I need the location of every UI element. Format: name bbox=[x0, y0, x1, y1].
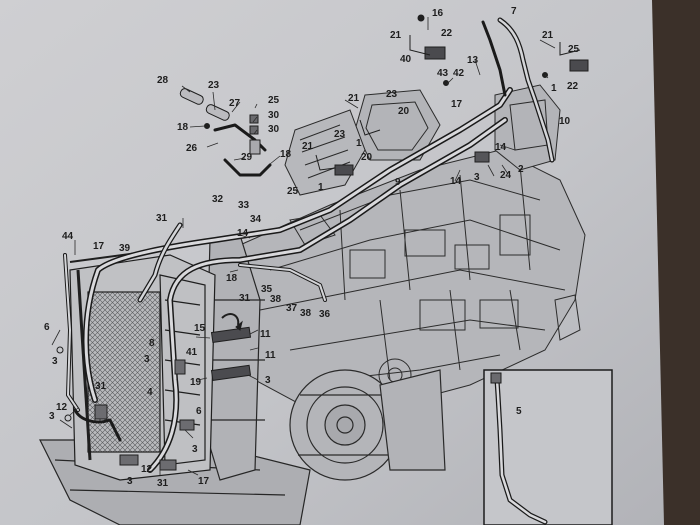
callout-1: 1 bbox=[356, 138, 362, 149]
callout-3: 3 bbox=[52, 356, 58, 367]
callout-5: 5 bbox=[516, 406, 522, 417]
callout-42: 42 bbox=[453, 68, 465, 79]
callout-1: 1 bbox=[551, 83, 557, 94]
callout-12: 12 bbox=[141, 464, 153, 475]
callout-3: 3 bbox=[474, 172, 480, 183]
callout-2: 2 bbox=[518, 164, 524, 175]
callout-3: 15 bbox=[194, 323, 206, 334]
callout-6: 6 bbox=[196, 406, 202, 417]
callout-40: 40 bbox=[400, 54, 412, 65]
callout-6: 6 bbox=[44, 322, 50, 333]
hydraulic-lines bbox=[63, 17, 555, 473]
callout-20: 20 bbox=[361, 152, 373, 163]
callout-8: 8 bbox=[149, 338, 155, 349]
callout-10: 10 bbox=[559, 116, 571, 127]
callout-11: 3 bbox=[265, 375, 271, 386]
callout-18: 18 bbox=[280, 149, 292, 160]
callout-14: 14 bbox=[495, 142, 507, 153]
callout-3: 3 bbox=[192, 444, 198, 455]
callout-31: 31 bbox=[95, 381, 107, 392]
rear-housing bbox=[354, 84, 561, 171]
callout-25: 25 bbox=[568, 44, 580, 55]
callout-14: 14 bbox=[450, 176, 462, 187]
leader-lines bbox=[51, 17, 556, 476]
callout-25: 25 bbox=[287, 186, 299, 197]
callout-1: 1 bbox=[318, 182, 324, 193]
callout-24: 24 bbox=[500, 170, 512, 181]
callout-41: 41 bbox=[186, 347, 198, 358]
callout-3: 3 bbox=[49, 411, 55, 422]
callout-17: 17 bbox=[198, 476, 210, 487]
callout-30: 30 bbox=[268, 110, 280, 121]
callout-38: 38 bbox=[300, 308, 312, 319]
callout-28: 28 bbox=[157, 75, 169, 86]
callout-19: 19 bbox=[190, 377, 202, 388]
callout-20: 20 bbox=[398, 106, 410, 117]
callout-23: 23 bbox=[208, 80, 220, 91]
callout-14: 14 bbox=[237, 228, 249, 239]
callout-4: 4 bbox=[147, 387, 153, 398]
callout-21: 21 bbox=[390, 30, 402, 41]
callout-22: 22 bbox=[441, 28, 453, 39]
callout-21: 21 bbox=[302, 141, 314, 152]
callout-30: 30 bbox=[268, 124, 280, 135]
callout-32: 32 bbox=[212, 194, 224, 205]
callout-21: 21 bbox=[348, 93, 360, 104]
callout-34: 34 bbox=[250, 214, 262, 225]
callout-23: 23 bbox=[386, 89, 398, 100]
front-axle bbox=[289, 369, 446, 481]
callout-37: 37 bbox=[286, 303, 298, 314]
callout-15: 11 bbox=[260, 329, 271, 340]
callout-7: 7 bbox=[511, 6, 517, 17]
callout-27: 27 bbox=[229, 98, 241, 109]
callout-31: 31 bbox=[157, 478, 169, 489]
inset-detail-box bbox=[483, 369, 613, 525]
callout-39: 39 bbox=[119, 243, 131, 254]
callout-16: 16 bbox=[432, 8, 444, 19]
callout-23: 23 bbox=[334, 129, 346, 140]
callout-12: 12 bbox=[56, 402, 68, 413]
clamps-and-fittings bbox=[56, 14, 589, 471]
callout-22: 22 bbox=[567, 81, 579, 92]
callout-11: 11 bbox=[265, 350, 276, 361]
callout-25: 25 bbox=[268, 95, 280, 106]
callout-21: 21 bbox=[542, 30, 554, 41]
callout-35: 35 bbox=[261, 284, 273, 295]
callout-29: 29 bbox=[241, 152, 253, 163]
callout-13: 13 bbox=[467, 55, 479, 66]
callout-43: 43 bbox=[437, 68, 449, 79]
callout-17: 17 bbox=[93, 241, 105, 252]
callout-3: 3 bbox=[144, 354, 150, 365]
callout-38: 38 bbox=[270, 294, 282, 305]
callout-36: 36 bbox=[319, 309, 331, 320]
callout-33: 33 bbox=[238, 200, 250, 211]
callout-26: 26 bbox=[186, 143, 198, 154]
callout-31: 31 bbox=[239, 293, 251, 304]
callout-labels: 16 7 21 22 40 13 43 42 21 25 1 22 28 23 … bbox=[44, 6, 580, 489]
callout-31: 31 bbox=[156, 213, 168, 224]
callout-18: 18 bbox=[177, 122, 189, 133]
callout-9: 9 bbox=[395, 177, 401, 188]
callout-44: 44 bbox=[62, 231, 74, 242]
callout-18: 18 bbox=[226, 273, 238, 284]
callout-17: 17 bbox=[451, 99, 463, 110]
callout-3: 3 bbox=[127, 476, 133, 487]
